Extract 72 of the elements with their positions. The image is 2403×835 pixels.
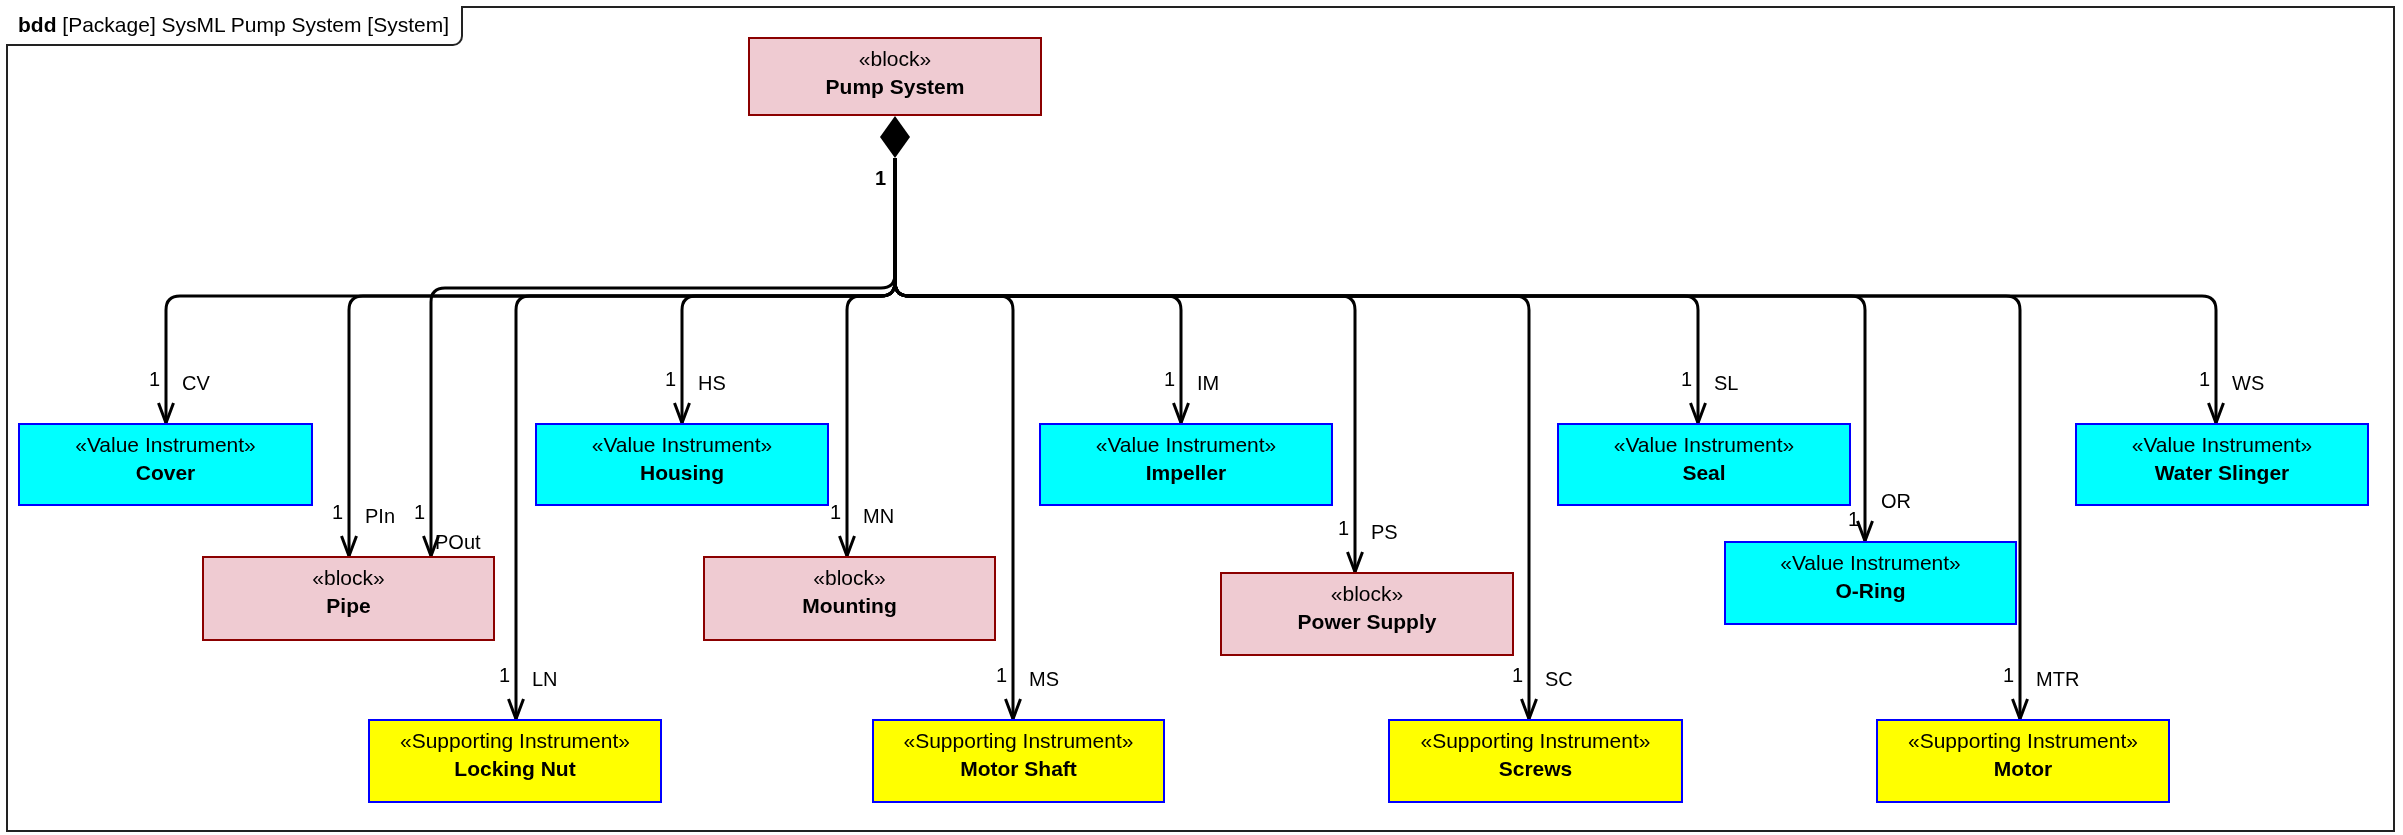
multiplicity-label: 1 — [1681, 369, 1693, 389]
role-name-label: MN — [863, 506, 895, 526]
block-name: Housing — [640, 460, 724, 486]
stereotype-label: «Value Instrument» — [2131, 432, 2313, 458]
block-name: Power Supply — [1297, 609, 1437, 635]
multiplicity-label: 1 — [2003, 665, 2015, 685]
stereotype-label: «block» — [858, 46, 932, 72]
role-name-label: IM — [1197, 373, 1220, 393]
multiplicity-label: 1 — [996, 665, 1008, 685]
multiplicity-label: 1 — [149, 369, 161, 389]
multiplicity-label: 1 — [1338, 518, 1350, 538]
block-name: Locking Nut — [454, 756, 576, 782]
block-name: Screws — [1498, 756, 1573, 782]
multiplicity-label: 1 — [1164, 369, 1176, 389]
block-box — [1557, 423, 1851, 506]
block-box — [535, 423, 829, 506]
multiplicity-label: 1 — [830, 502, 842, 522]
block-box — [1876, 719, 2170, 803]
block-box — [1220, 572, 1514, 656]
stereotype-label: «Value Instrument» — [591, 432, 773, 458]
role-name-label: WS — [2232, 373, 2265, 393]
role-name-label: SL — [1714, 373, 1739, 393]
role-name-label: OR — [1881, 491, 1911, 511]
block-box — [1724, 541, 2017, 625]
stereotype-label: «block» — [813, 565, 886, 591]
stereotype-label: «Supporting Instrument» — [400, 728, 630, 754]
multiplicity-label: 1 — [414, 502, 426, 522]
block-box — [1039, 423, 1333, 506]
stereotype-label: «block» — [1330, 581, 1404, 607]
block-name: Motor Shaft — [960, 756, 1077, 782]
block-name: Mounting — [802, 593, 897, 619]
role-name-label: SC — [1545, 669, 1573, 689]
block-box — [872, 719, 1165, 803]
block-box — [1388, 719, 1683, 803]
block-box — [18, 423, 313, 506]
block-box — [748, 37, 1042, 116]
block-box — [703, 556, 996, 641]
block-name: Pump System — [825, 74, 965, 100]
block-name: Impeller — [1145, 460, 1227, 486]
block-name: Pipe — [326, 593, 371, 619]
multiplicity-label: 1 — [1512, 665, 1524, 685]
multiplicity-label: 1 — [499, 665, 511, 685]
role-name-label: CV — [182, 373, 210, 393]
stereotype-label: «block» — [312, 565, 385, 591]
role-name-label: PIn — [365, 506, 396, 526]
multiplicity-label: 1 — [665, 369, 677, 389]
stereotype-label: «Supporting Instrument» — [1908, 728, 2138, 754]
role-name-label: MS — [1029, 669, 1059, 689]
role-name-label: HS — [698, 373, 726, 393]
block-box — [202, 556, 495, 641]
multiplicity-label: 1 — [1848, 509, 1860, 529]
block-box — [368, 719, 662, 803]
stereotype-label: «Supporting Instrument» — [903, 728, 1134, 754]
stereotype-label: «Supporting Instrument» — [1420, 728, 1651, 754]
block-name: Cover — [135, 460, 196, 486]
multiplicity-label: 1 — [875, 168, 887, 188]
stereotype-label: «Value Instrument» — [1613, 432, 1795, 458]
multiplicity-label: 1 — [2199, 369, 2211, 389]
stereotype-label: «Value Instrument» — [1780, 550, 1961, 576]
block-name: Motor — [1993, 756, 2053, 782]
block-box — [2075, 423, 2369, 506]
multiplicity-label: 1 — [332, 502, 344, 522]
block-name: O-Ring — [1835, 578, 1906, 604]
role-name-label: LN — [532, 669, 558, 689]
role-name-label: PS — [1371, 522, 1398, 542]
stereotype-label: «Value Instrument» — [1095, 432, 1277, 458]
role-name-label: POut — [435, 532, 481, 552]
diagram-title: bdd [Package] SysML Pump System [System] — [6, 6, 463, 46]
stereotype-label: «Value Instrument» — [75, 432, 256, 458]
block-name: Seal — [1682, 460, 1726, 486]
role-name-label: MTR — [2036, 669, 2080, 689]
block-name: Water Slinger — [2154, 460, 2290, 486]
